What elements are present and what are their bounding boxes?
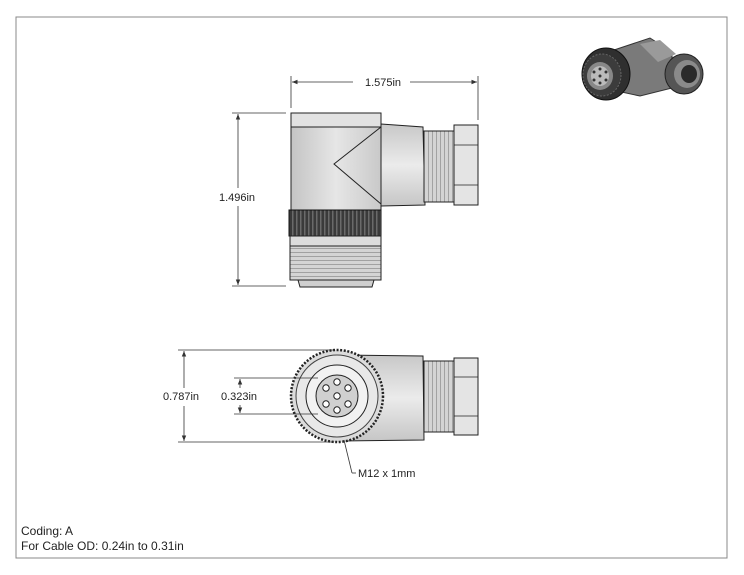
body-diameter-label: 0.787in	[163, 391, 199, 403]
overall-height-label: 1.496in	[219, 192, 255, 204]
coding-note: Coding: A	[21, 524, 73, 538]
pin-circle-label: 0.323in	[221, 391, 257, 403]
overall-width-label: 1.575in	[365, 77, 401, 89]
dim-body-diameter: 0.787in	[163, 349, 334, 443]
dim-pin-circle: 0.323in	[221, 377, 318, 415]
front-view	[288, 112, 479, 288]
isometric-view	[581, 37, 704, 101]
dim-overall-width: 1.575in	[290, 76, 479, 120]
dim-overall-height: 1.496in	[219, 112, 286, 287]
thread-callout-label: M12 x 1mm	[358, 468, 415, 480]
sheet-border	[15, 16, 728, 559]
contact-pins	[322, 378, 352, 414]
cable-od-note: For Cable OD: 0.24in to 0.31in	[21, 539, 184, 553]
notes-block: Coding: A For Cable OD: 0.24in to 0.31in	[21, 524, 184, 553]
end-view	[289, 348, 479, 444]
thread-callout: M12 x 1mm	[343, 439, 415, 480]
